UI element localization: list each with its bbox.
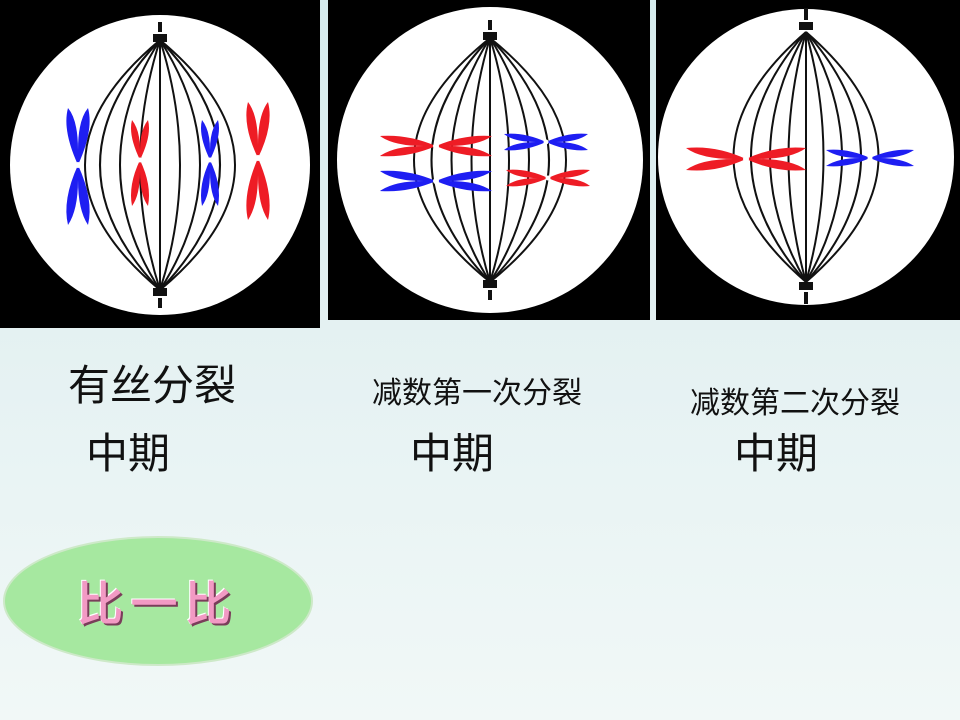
panel-2-title: 减数第一次分裂 (372, 376, 582, 411)
chromosome-blue-large (66, 108, 90, 225)
centrosome-top (799, 8, 813, 30)
panel-3-title: 减数第二次分裂 (690, 386, 900, 421)
panel-2-phase: 中期 (410, 429, 495, 478)
chromosome-red-small (506, 169, 590, 187)
compare-badge-label: 比一比 (77, 577, 239, 631)
panel-3-phase: 中期 (734, 429, 819, 478)
centrosome-bottom (483, 280, 497, 300)
chromosome-red-small (131, 120, 149, 206)
meiosis-one-cell-svg (337, 7, 643, 313)
meiosis-two-cell-svg (658, 8, 954, 305)
meiosis-one-metaphase-diagram (328, 0, 650, 320)
compare-badge: 比一比 (3, 536, 313, 666)
mitosis-metaphase-diagram (0, 0, 320, 328)
spindle-fibers (413, 37, 567, 283)
centrosome-bottom (153, 288, 167, 308)
centrosome-top (153, 22, 167, 42)
chromosome-red (686, 147, 806, 171)
chromosome-blue-small (504, 133, 588, 151)
mitosis-cell-svg (10, 15, 310, 315)
chromosome-blue-small (201, 120, 219, 206)
panel-1-title: 有丝分裂 (68, 361, 237, 410)
centrosome-top (483, 20, 497, 40)
chromosome-red-large (380, 135, 492, 157)
centrosome-bottom (799, 282, 813, 304)
chromosome-blue-large (380, 170, 492, 192)
meiosis-two-metaphase-diagram (656, 0, 960, 320)
badge-ellipse (3, 536, 313, 666)
chromosome-red-large (246, 102, 270, 220)
chromosome-blue (826, 149, 914, 167)
panel-1-phase: 中期 (86, 429, 171, 478)
